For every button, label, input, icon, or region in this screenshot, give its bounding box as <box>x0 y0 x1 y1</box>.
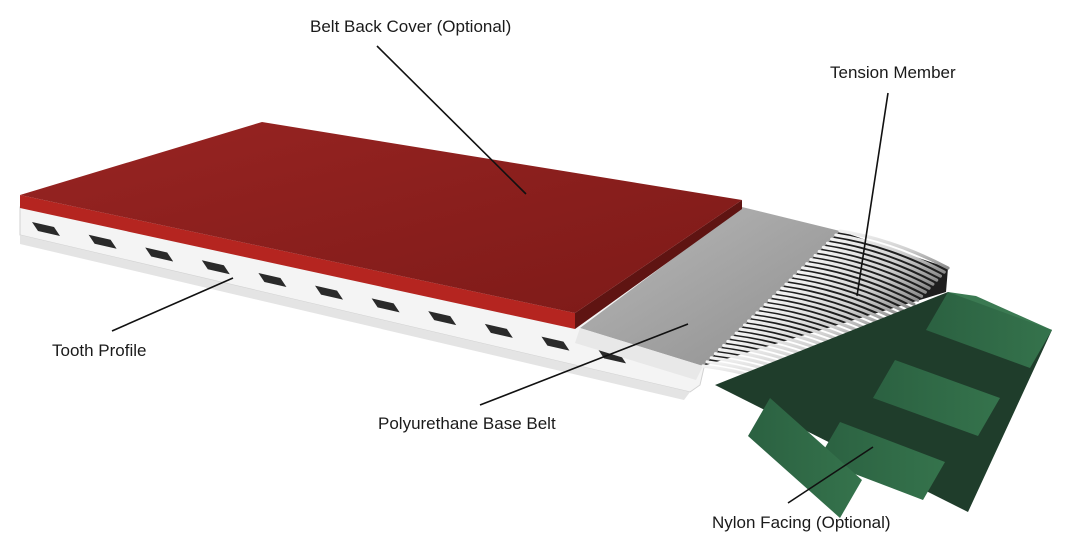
leader-line-tension-member <box>856 92 889 297</box>
tooth-groove <box>88 234 117 249</box>
belt-back-cover-front-edge <box>575 200 742 329</box>
label-tooth-profile: Tooth Profile <box>52 341 147 360</box>
tooth-groove <box>145 247 174 262</box>
label-tension-member: Tension Member <box>830 63 956 82</box>
tension-cord <box>801 266 916 306</box>
tension-cord <box>825 241 939 282</box>
belt-back-cover-side <box>20 195 575 329</box>
tension-cord <box>834 233 946 274</box>
label-nylon-facing: Nylon Facing (Optional) <box>712 513 891 532</box>
tooth-groove <box>541 336 570 351</box>
leader-line-tooth-profile <box>111 277 234 332</box>
nylon-tooth-ridge <box>748 398 862 518</box>
label-belt-back-cover: Belt Back Cover (Optional) <box>310 17 512 36</box>
nylon-facing <box>715 292 1052 518</box>
tooth-groove <box>315 285 344 300</box>
tooth-groove <box>428 311 457 326</box>
tooth-groove <box>371 298 400 313</box>
tension-cord <box>838 229 950 270</box>
leader-line-nylon-facing <box>787 446 874 504</box>
tooth-groove <box>598 349 627 364</box>
leader-line-base-belt <box>479 323 689 406</box>
tension-cord <box>788 278 905 318</box>
tension-cord <box>817 249 931 290</box>
nylon-tooth-ridge <box>926 292 1052 368</box>
tooth-groove <box>201 260 230 275</box>
tension-cord <box>805 262 920 302</box>
tooth-groove <box>258 272 287 287</box>
tension-cord <box>809 258 924 298</box>
nylon-tooth-ridge <box>818 422 945 500</box>
polyurethane-base-belt-surface <box>580 207 840 366</box>
leader-line-back-cover <box>376 45 527 195</box>
nylon-tooth-ridge <box>873 360 1000 436</box>
tension-cord <box>784 282 901 322</box>
belt-back-cover-surface <box>20 122 742 313</box>
tension-cord <box>796 270 912 310</box>
tension-cord <box>821 245 935 286</box>
label-polyurethane-base-belt: Polyurethane Base Belt <box>378 414 556 433</box>
nylon-ridges <box>748 292 1052 518</box>
tension-cord <box>830 237 943 278</box>
tension-cord <box>813 253 927 294</box>
tooth-grooves <box>32 222 627 364</box>
tooth-groove <box>32 222 60 236</box>
tooth-groove <box>484 323 513 338</box>
polyurethane-base-belt-edge <box>575 328 703 380</box>
tension-cord <box>792 274 908 314</box>
